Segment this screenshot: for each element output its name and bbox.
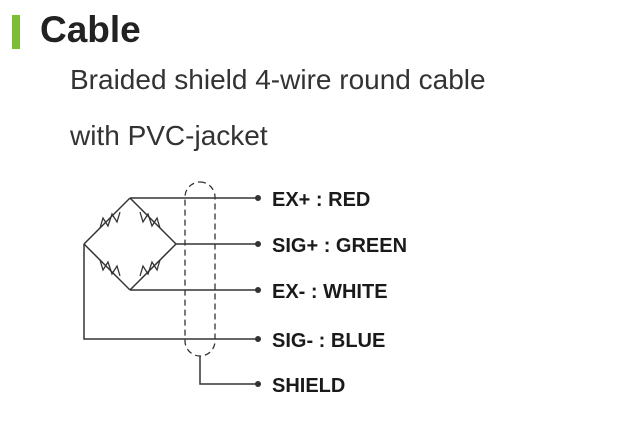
- terminal-dot-shield: [255, 381, 261, 387]
- cable-shield-outline: [184, 181, 216, 357]
- wire-label-ex-minus: EX- : WHITE: [272, 281, 388, 303]
- title-accent-bar: [12, 15, 20, 49]
- wire-shield: [199, 356, 258, 385]
- resistor-bottom-left: [99, 259, 121, 277]
- wire-label-sig-plus: SIG+ : GREEN: [272, 235, 407, 257]
- bridge-edge-bottom-right: [129, 243, 177, 291]
- bridge-edge-bottom-left: [83, 243, 131, 291]
- wire-label-sig-minus: SIG- : BLUE: [272, 330, 385, 352]
- terminal-dot-sig-minus: [255, 336, 261, 342]
- bridge-edge-top-right: [129, 197, 177, 245]
- wire-label-ex-plus: EX+ : RED: [272, 189, 370, 211]
- terminal-dot-ex-plus: [255, 195, 261, 201]
- terminal-dot-ex-minus: [255, 287, 261, 293]
- resistor-top-left: [99, 211, 121, 229]
- cable-description-line-1: Braided shield 4-wire round cable: [70, 64, 486, 95]
- cable-description-line-2: with PVC-jacket: [70, 120, 268, 151]
- wire-sig-minus: [83, 244, 258, 340]
- page-title: Cable: [40, 9, 141, 50]
- bridge-edge-top-left: [83, 197, 131, 245]
- resistor-bottom-right: [139, 259, 161, 277]
- terminal-dot-sig-plus: [255, 241, 261, 247]
- resistor-top-right: [139, 211, 161, 229]
- wire-label-shield: SHIELD: [272, 375, 345, 397]
